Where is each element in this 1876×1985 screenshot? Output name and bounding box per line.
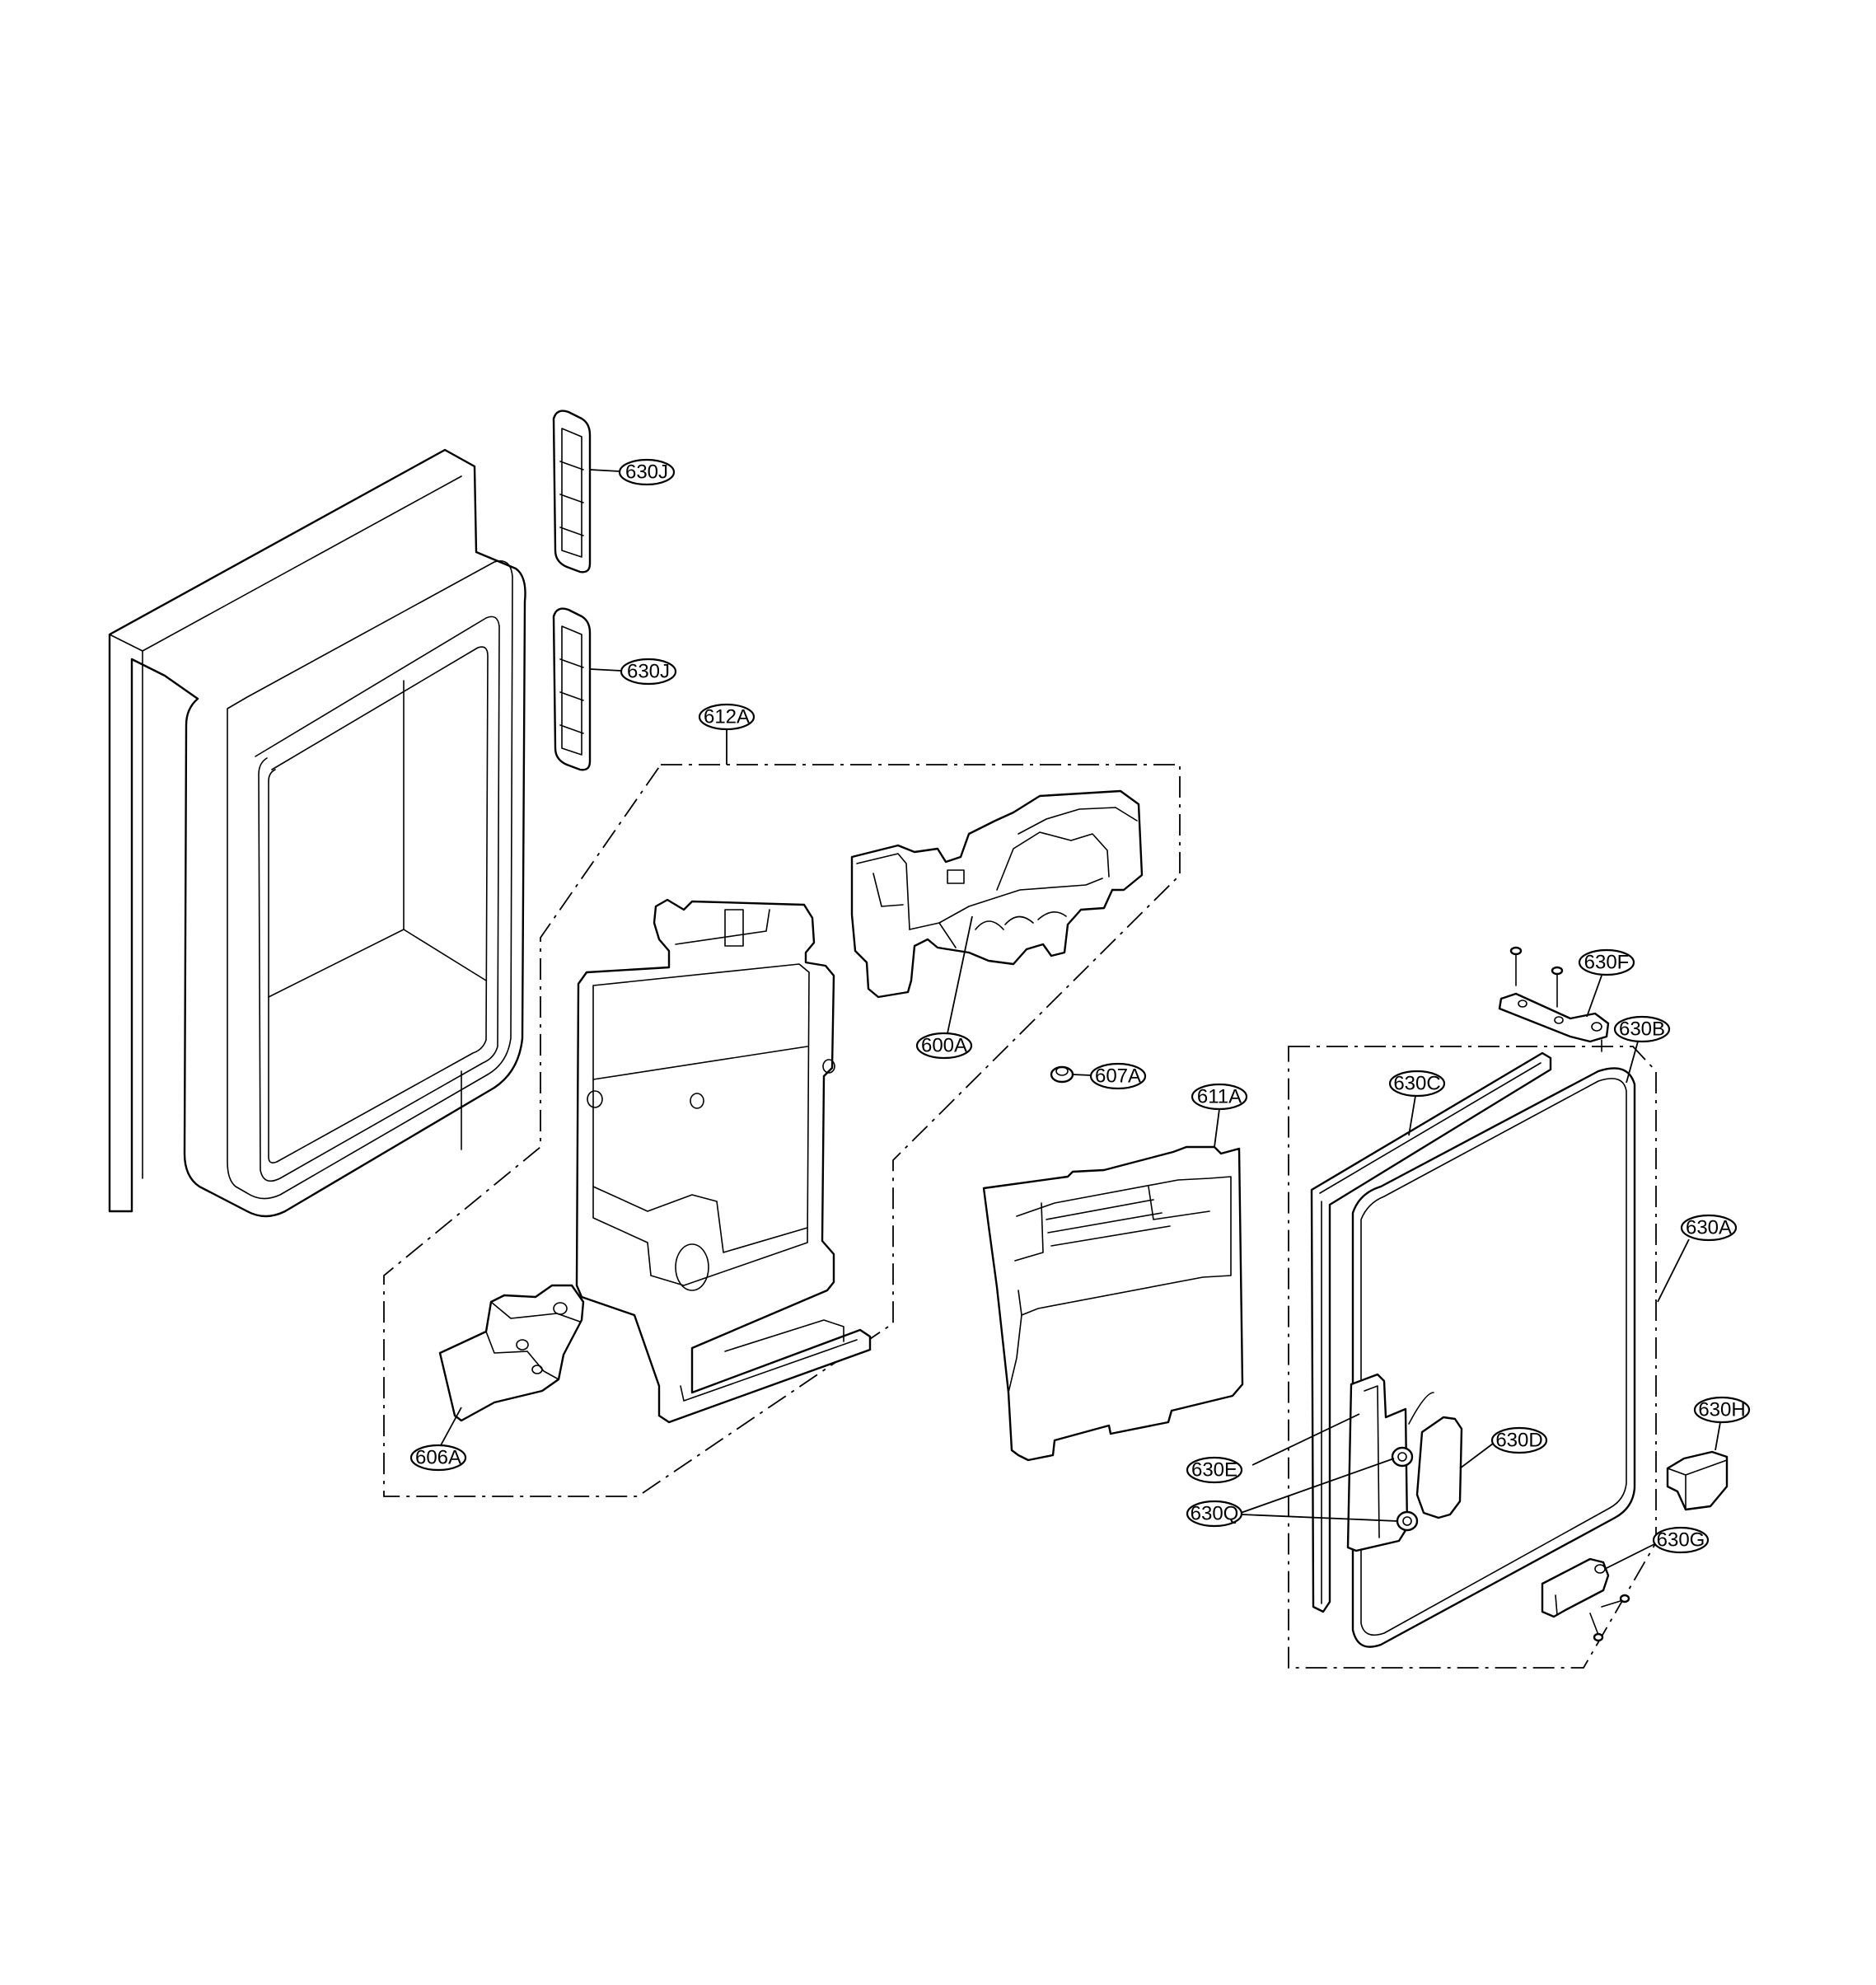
callout-600A: 600A — [915, 1032, 973, 1060]
part-630J-bottom — [552, 607, 592, 771]
leader-630F — [1586, 975, 1602, 1018]
callout-630Q: 630Q — [1186, 1500, 1243, 1528]
callout-612A-label: 612A — [704, 706, 750, 728]
callout-630Q-label: 630Q — [1191, 1503, 1239, 1525]
leader-630J-top — [589, 469, 620, 472]
leader-630A — [1657, 1238, 1690, 1303]
part-630D-latch — [1408, 1392, 1463, 1519]
callout-611A-label: 611A — [1197, 1086, 1242, 1108]
callout-630J-bottom-label: 630J — [627, 661, 670, 683]
leader-630C — [1408, 1095, 1416, 1136]
leader-630J-bottom — [589, 668, 622, 672]
callout-607A-label: 607A — [1095, 1065, 1141, 1088]
callout-630B: 630B — [1613, 1015, 1671, 1043]
leader-630B — [1626, 1041, 1639, 1084]
part-607A-knob — [1050, 1065, 1074, 1084]
callout-630F-label: 630F — [1584, 952, 1630, 974]
callout-630C: 630C — [1388, 1070, 1446, 1098]
callout-630H: 630H — [1693, 1396, 1751, 1424]
part-630E-handle — [1346, 1373, 1409, 1552]
callout-630F: 630F — [1578, 948, 1635, 976]
leader-630G — [1604, 1543, 1655, 1570]
callout-630A-label: 630A — [1686, 1217, 1732, 1239]
callout-630E-label: 630E — [1191, 1459, 1237, 1482]
callout-630J-top: 630J — [618, 458, 676, 486]
callout-630B-label: 630B — [1619, 1018, 1665, 1041]
callout-630E: 630E — [1186, 1456, 1243, 1484]
leader-607A — [1072, 1074, 1092, 1076]
callout-630C-label: 630C — [1393, 1073, 1440, 1095]
callout-600A-label: 600A — [921, 1035, 967, 1057]
leader-630E — [1251, 1413, 1360, 1466]
callout-606A-label: 606A — [415, 1447, 461, 1469]
icemaker-bracket — [575, 898, 872, 1424]
part-630H-cap — [1666, 1450, 1729, 1511]
leader-630D — [1459, 1443, 1494, 1469]
callout-606A: 606A — [409, 1444, 467, 1472]
part-611A-cover — [982, 1145, 1244, 1462]
callout-611A: 611A — [1191, 1083, 1248, 1111]
callout-630J-top-label: 630J — [625, 461, 668, 484]
part-630F-hinge — [1498, 946, 1610, 1052]
callout-630G-label: 630G — [1657, 1529, 1705, 1552]
leader-630Q-b — [1242, 1514, 1398, 1522]
part-630J-top — [552, 410, 592, 573]
leader-611A — [1214, 1108, 1220, 1148]
part-630Q-screws — [1391, 1446, 1419, 1532]
part-606A-bracket — [438, 1284, 585, 1422]
assembly-boundary-612A — [383, 764, 1181, 1497]
callout-630D: 630D — [1490, 1426, 1548, 1454]
leader-600A — [947, 915, 973, 1034]
part-600A-ice-maker — [850, 789, 1144, 999]
leader-630H — [1715, 1421, 1721, 1451]
callout-612A: 612A — [698, 703, 756, 731]
part-630C-gasket — [1310, 1051, 1552, 1613]
leader-630Q-a — [1240, 1458, 1395, 1514]
part-630G-hinge — [1541, 1557, 1630, 1642]
callout-630G: 630G — [1652, 1526, 1710, 1554]
leader-606A — [440, 1407, 462, 1446]
callout-630H-label: 630H — [1698, 1399, 1745, 1421]
door-panel — [108, 448, 526, 1218]
callout-630J-bottom: 630J — [620, 658, 677, 686]
callout-607A: 607A — [1089, 1062, 1147, 1090]
callout-630D-label: 630D — [1495, 1430, 1542, 1452]
callout-630A: 630A — [1680, 1214, 1738, 1242]
